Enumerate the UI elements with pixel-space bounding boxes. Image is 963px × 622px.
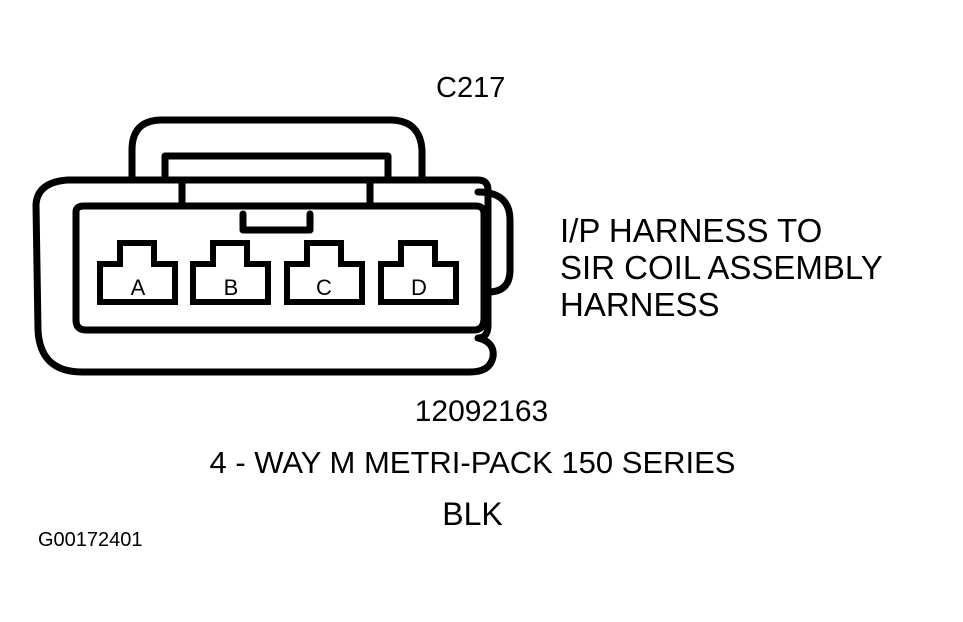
harness-description: I/P HARNESS TO SIR COIL ASSEMBLY HARNESS	[560, 212, 883, 323]
side-lock-tab	[474, 188, 514, 296]
figure-id: G00172401	[38, 529, 143, 551]
connector-latch	[128, 116, 426, 184]
pin-label-c: C	[316, 275, 332, 300]
connector-face	[72, 202, 488, 334]
pin-label-b: B	[224, 275, 239, 300]
pin-label-d: D	[411, 275, 427, 300]
harness-description-line: HARNESS	[560, 286, 720, 323]
harness-description-line: I/P HARNESS TO	[560, 212, 823, 249]
pin-label-a: A	[131, 275, 146, 300]
cavity-c	[284, 240, 365, 305]
cavity-b	[190, 240, 271, 305]
keyway	[239, 210, 314, 234]
harness-description-line: SIR COIL ASSEMBLY	[560, 249, 883, 286]
connector-id-label: C217	[436, 72, 506, 104]
connector-series: 4 - WAY M METRI-PACK 150 SERIES	[209, 445, 736, 480]
cavity-d	[378, 240, 459, 305]
cavity-a	[97, 240, 178, 305]
connector-color: BLK	[442, 496, 503, 532]
part-number: 12092163	[414, 395, 549, 428]
latch-window	[161, 152, 392, 184]
